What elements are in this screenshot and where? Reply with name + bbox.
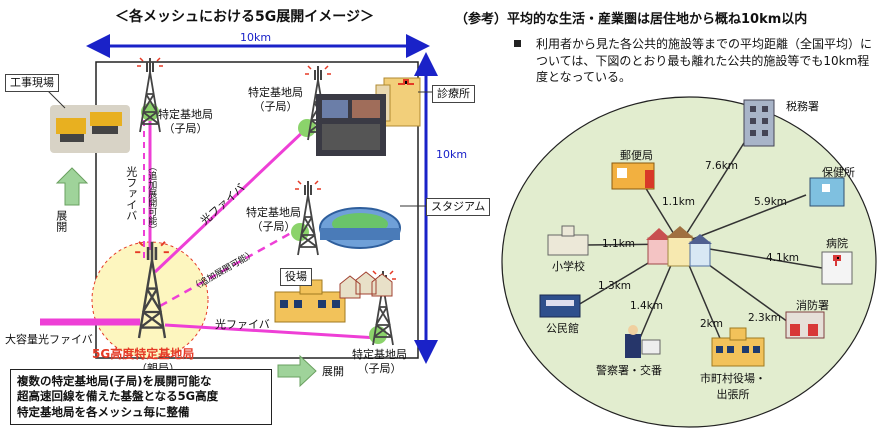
- community-hall-icon: [539, 294, 581, 318]
- child-station-stadium-label: 特定基地局 （子局）: [246, 206, 301, 233]
- note-line-1: 複数の特定基地局(子局)を展開可能な: [17, 374, 212, 388]
- height-label: 10km: [436, 148, 468, 161]
- facility-tax-office: 税務署: [786, 100, 819, 113]
- note-line-3: 特定基地局を各メッシュ毎に整備: [17, 404, 190, 419]
- hospital-icon: [821, 251, 853, 285]
- distance-fire-station: 2.3km: [748, 312, 782, 324]
- note-line-2: 超高速回線を備えた基盤となる5G高度: [17, 389, 219, 404]
- construction-site-illustration: [50, 105, 130, 153]
- right-title: （参考）平均的な生活・産業圏は居住地から概ね10km以内: [455, 12, 808, 27]
- left-title: ＜各メッシュにおける5G展開イメージ＞: [115, 9, 374, 25]
- parent-station-label: 5G高度特定基地局: [92, 347, 195, 361]
- distance-hospital: 4.1km: [766, 252, 800, 264]
- fiber-diagonal-line: [153, 126, 309, 274]
- health-center-icon: [809, 177, 845, 207]
- town-hall-label: 役場: [280, 268, 312, 286]
- expandable-vertical-label: （追加展開可能）: [146, 162, 157, 234]
- distance-community-hall: 1.3km: [598, 280, 632, 292]
- police-box-icon: [625, 325, 661, 358]
- facility-hospital: 病院: [826, 237, 848, 250]
- construction-site-label: 工事現場: [5, 74, 59, 92]
- child-station-clinic-label: 特定基地局 （子局）: [248, 86, 303, 113]
- deploy-right-label: 展開: [322, 365, 344, 378]
- distance-police: 1.4km: [630, 300, 664, 312]
- distance-spokes: [577, 123, 823, 344]
- facility-police: 警察署・交番: [596, 364, 662, 377]
- right-description: 利用者から見た各公共的施設等までの平均距離（全国平均）については、下図のとおり最…: [536, 37, 873, 85]
- distance-post-office: 1.1km: [662, 196, 696, 208]
- facility-city-hall: 市町村役場・ 出張所: [700, 372, 766, 401]
- elementary-school-icon: [547, 225, 589, 256]
- deploy-right-arrow: [277, 354, 317, 388]
- summary-note-box: 複数の特定基地局(子局)を展開可能な 超高速回線を備えた基盤となる5G高度 特定…: [10, 369, 272, 425]
- city-hall-icon: [711, 327, 765, 367]
- clinic-illustration: [316, 77, 421, 156]
- fiber-vertical-label: 光ファイバ: [124, 166, 138, 221]
- facility-fire-station: 消防署: [796, 299, 829, 312]
- fiber-dashed-stadium: [159, 226, 301, 308]
- post-office-icon: [611, 162, 655, 190]
- facility-post-office: 郵便局: [620, 149, 653, 162]
- child-station-bottom-label: 特定基地局 （子局）: [352, 348, 407, 375]
- distance-elementary-school: 1.1km: [602, 238, 636, 250]
- residential-houses-illustration: [646, 226, 712, 267]
- stadium-label: スタジアム: [426, 198, 491, 216]
- width-label: 10km: [240, 31, 272, 44]
- fire-station-icon: [785, 311, 825, 339]
- high-capacity-fiber-label: 大容量光ファイバ: [5, 333, 93, 346]
- clinic-label: 診療所: [432, 85, 475, 103]
- facility-elementary-school: 小学校: [552, 260, 585, 273]
- facility-community-hall: 公民館: [546, 322, 579, 335]
- distance-city-hall: 2km: [700, 318, 723, 330]
- tax-office-icon: [743, 99, 775, 147]
- bullet-square-icon: [514, 40, 521, 47]
- deploy-up-label: 展開: [54, 210, 68, 232]
- distance-health-center: 5.9km: [754, 196, 788, 208]
- fiber-bottom-line: [164, 323, 379, 340]
- facility-health-center: 保健所: [822, 166, 855, 179]
- deploy-up-arrow: [55, 167, 89, 206]
- town-hall-illustration: [274, 271, 393, 323]
- distance-tax-office: 7.6km: [705, 160, 739, 172]
- stadium-illustration: [319, 207, 401, 249]
- fiber-bottom-label: 光ファイバ: [215, 318, 270, 331]
- child-station-top-label: 特定基地局 （子局）: [158, 108, 213, 135]
